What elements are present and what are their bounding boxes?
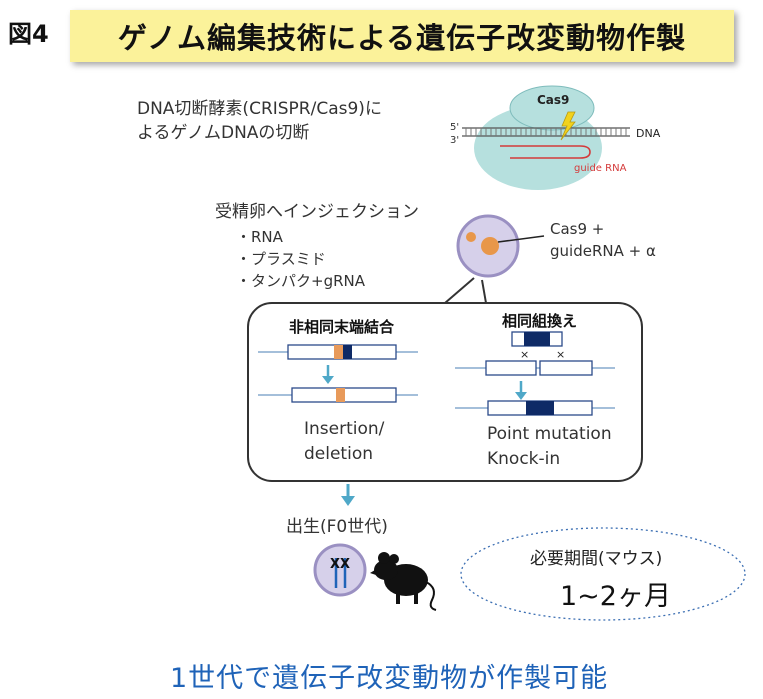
panel-connector-left: [444, 277, 475, 304]
nhej-result-orange: [336, 388, 345, 402]
cleavage-line-2: よるゲノムDNAの切断: [137, 123, 310, 143]
nhej-result-line-2: deletion: [304, 444, 373, 464]
injected-particle-large: [481, 237, 499, 255]
period-oval-frame: [460, 527, 746, 621]
hr-dna-box-before-right: [539, 360, 593, 376]
f0-cell: [313, 543, 367, 597]
injection-item-plasmid: ・プラスミド: [236, 250, 326, 268]
conclusion-text: 1世代で遺伝子改変動物が作製可能: [170, 663, 609, 694]
dna-ladder: [465, 128, 627, 136]
injected-particle-small: [466, 232, 476, 242]
five-prime-label: 5': [450, 122, 459, 133]
cas9-upper-lobe: [509, 85, 595, 131]
period-label: 必要期間(マウス): [530, 549, 663, 569]
birth-arrow-head: [341, 496, 355, 506]
repair-pathway-panel: × ×: [247, 277, 643, 482]
callout-pointer: [497, 235, 545, 243]
three-prime-label: 3': [450, 135, 459, 146]
injection-item-protein: ・タンパク+gRNA: [236, 272, 365, 290]
cas9-label: Cas9: [537, 93, 569, 107]
nhej-title: 非相同末端結合: [289, 318, 395, 336]
hr-result-insert: [526, 401, 554, 415]
hr-result-line-2: Knock-in: [487, 449, 561, 469]
fertilized-egg-illustration: [456, 214, 545, 278]
guide-rna-label: guide RNA: [574, 163, 627, 174]
hr-result-line-1: Point mutation: [487, 424, 612, 444]
period-value: 1~2ヶ月: [560, 581, 671, 612]
cut-bolt-icon: [560, 111, 576, 141]
panel-connector-right: [481, 279, 487, 304]
mouse-icon: [370, 552, 437, 611]
cas9-dna-illustration: Cas9 5' 3' DNA guide RNA: [450, 85, 661, 190]
dna-label: DNA: [636, 127, 661, 140]
hr-cross-right: ×: [556, 348, 565, 361]
birth-arrow: [341, 484, 355, 506]
guide-rna-strand: [500, 145, 591, 159]
nhej-arrow-head: [322, 376, 334, 384]
hr-donor-insert: [524, 332, 550, 346]
nhej-insert-orange: [334, 345, 343, 359]
birth-label: 出生(F0世代): [286, 517, 388, 537]
hr-dna-box-before-left: [485, 360, 537, 376]
page-title: ゲノム編集技術による遺伝子改変動物作製: [117, 21, 687, 55]
title-banner: ゲノム編集技術による遺伝子改変動物作製: [70, 10, 734, 62]
period-oval: [460, 527, 746, 621]
chromosome-mark: XX: [330, 557, 350, 572]
injection-item-rna: ・RNA: [236, 228, 283, 246]
injection-heading: 受精卵へインジェクション: [215, 202, 419, 222]
hr-cross-left: ×: [520, 348, 529, 361]
hr-arrow-head: [515, 392, 527, 400]
injection-callout-line-2: guideRNA + α: [550, 242, 656, 260]
nhej-result-line-1: Insertion/: [304, 419, 385, 439]
nhej-insert-blue: [343, 345, 352, 359]
f0-mouse-illustration: XX: [313, 543, 437, 611]
injection-callout-line-1: Cas9 +: [550, 220, 605, 238]
figure-label: 図4: [8, 20, 49, 48]
cleavage-line-1: DNA切断酵素(CRISPR/Cas9)に: [137, 99, 382, 119]
hr-title: 相同組換え: [502, 312, 578, 330]
